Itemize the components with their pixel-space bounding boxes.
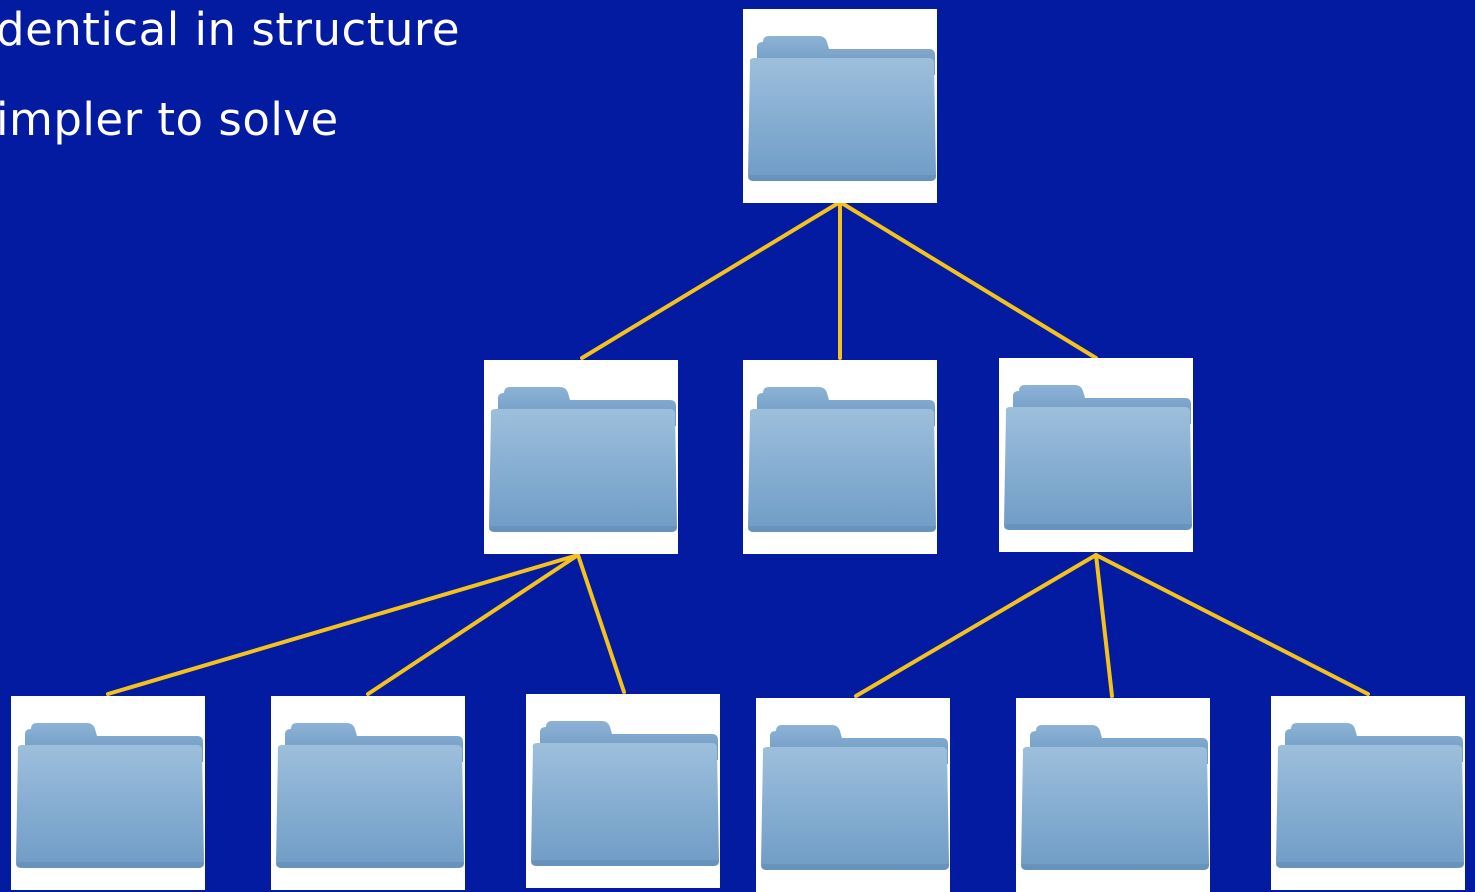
folder-node-root — [743, 9, 937, 203]
folder-icon — [1004, 385, 1192, 530]
folder-icon — [16, 723, 204, 868]
connector-right-to-leaf-5 — [1094, 553, 1114, 698]
folder-node-leaf-4 — [756, 698, 950, 892]
folder-node-leaf-5 — [1016, 698, 1210, 892]
folder-icon — [489, 387, 677, 532]
folder-icon — [761, 725, 949, 870]
connector-left-to-leaf-2 — [366, 553, 580, 696]
folder-node-level1-right — [999, 358, 1193, 552]
connector-left-to-leaf-3 — [576, 553, 626, 694]
connector-left-to-leaf-1 — [106, 553, 580, 696]
folder-icon — [748, 36, 936, 181]
folder-node-leaf-2 — [271, 696, 465, 890]
connector-root-to-left — [580, 200, 842, 360]
folder-node-leaf-6 — [1271, 696, 1465, 890]
connector-right-to-leaf-4 — [854, 553, 1098, 698]
connector-right-to-leaf-6 — [1094, 553, 1370, 696]
bullet-text-simpler: impler to solve — [0, 93, 339, 146]
folder-icon — [1021, 725, 1209, 870]
folder-icon — [748, 387, 936, 532]
folder-node-level1-middle — [743, 360, 937, 554]
folder-node-leaf-1 — [11, 696, 205, 890]
folder-icon — [531, 721, 719, 866]
folder-node-level1-left — [484, 360, 678, 554]
folder-node-leaf-3 — [526, 694, 720, 888]
connector-root-to-right — [838, 200, 1098, 360]
bullet-text-structure: dentical in structure — [0, 3, 461, 56]
folder-icon — [1276, 723, 1464, 868]
folder-icon — [276, 723, 464, 868]
